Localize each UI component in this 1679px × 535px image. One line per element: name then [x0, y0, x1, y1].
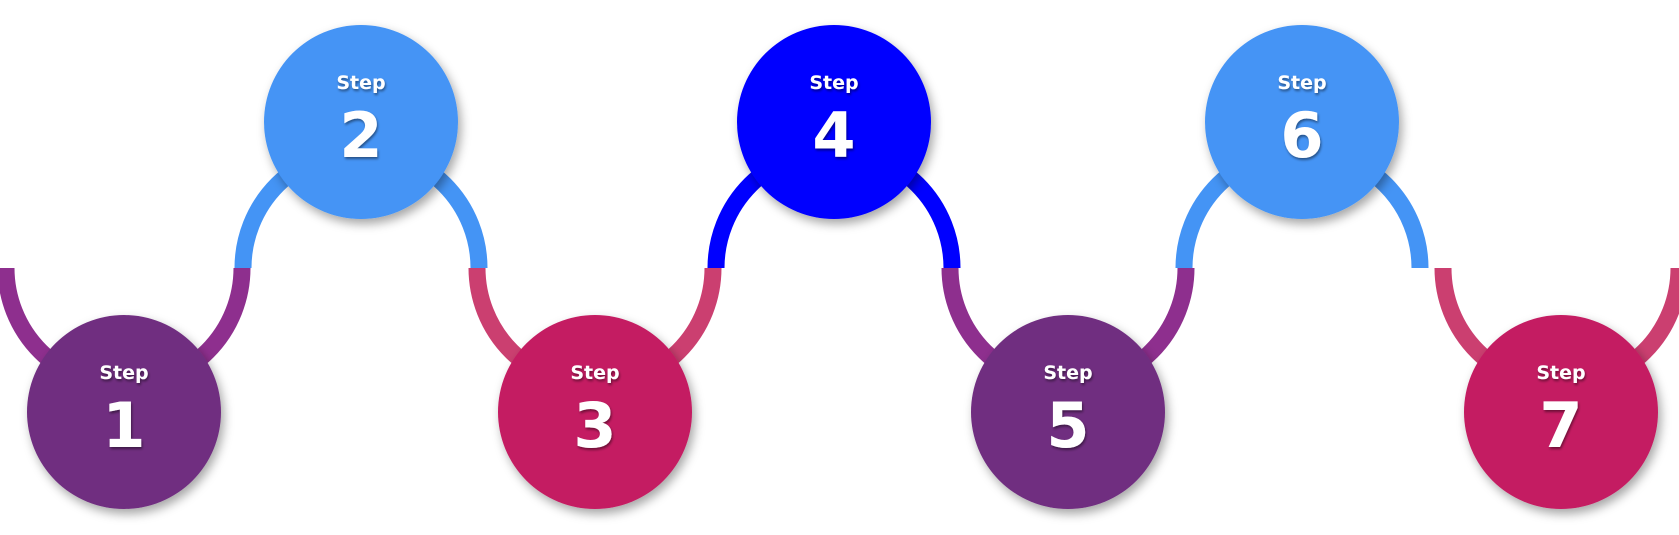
step-circle-2: [264, 25, 458, 219]
step-label-7: Step: [1536, 362, 1585, 384]
step-node-1: Step 1: [27, 315, 221, 509]
step-number-7: 7: [1539, 389, 1582, 462]
step-node-6: Step 6: [1205, 25, 1399, 219]
step-label-4: Step: [809, 72, 858, 94]
step-circle-3: [498, 315, 692, 509]
step-label-3: Step: [570, 362, 619, 384]
step-number-1: 1: [102, 389, 145, 462]
step-label-2: Step: [336, 72, 385, 94]
step-number-3: 3: [573, 389, 616, 462]
step-number-5: 5: [1046, 389, 1089, 462]
step-number-6: 6: [1280, 99, 1323, 172]
step-node-3: Step 3: [498, 315, 692, 509]
step-circle-1: [27, 315, 221, 509]
step-label-1: Step: [99, 362, 148, 384]
step-circle-6: [1205, 25, 1399, 219]
step-label-5: Step: [1043, 362, 1092, 384]
step-number-4: 4: [812, 99, 855, 172]
step-label-6: Step: [1277, 72, 1326, 94]
step-node-7: Step 7: [1464, 315, 1658, 509]
step-node-2: Step 2: [264, 25, 458, 219]
step-node-5: Step 5: [971, 315, 1165, 509]
step-number-2: 2: [339, 99, 382, 172]
step-node-4: Step 4: [737, 25, 931, 219]
step-circle-5: [971, 315, 1165, 509]
step-circle-4: [737, 25, 931, 219]
step-circle-7: [1464, 315, 1658, 509]
